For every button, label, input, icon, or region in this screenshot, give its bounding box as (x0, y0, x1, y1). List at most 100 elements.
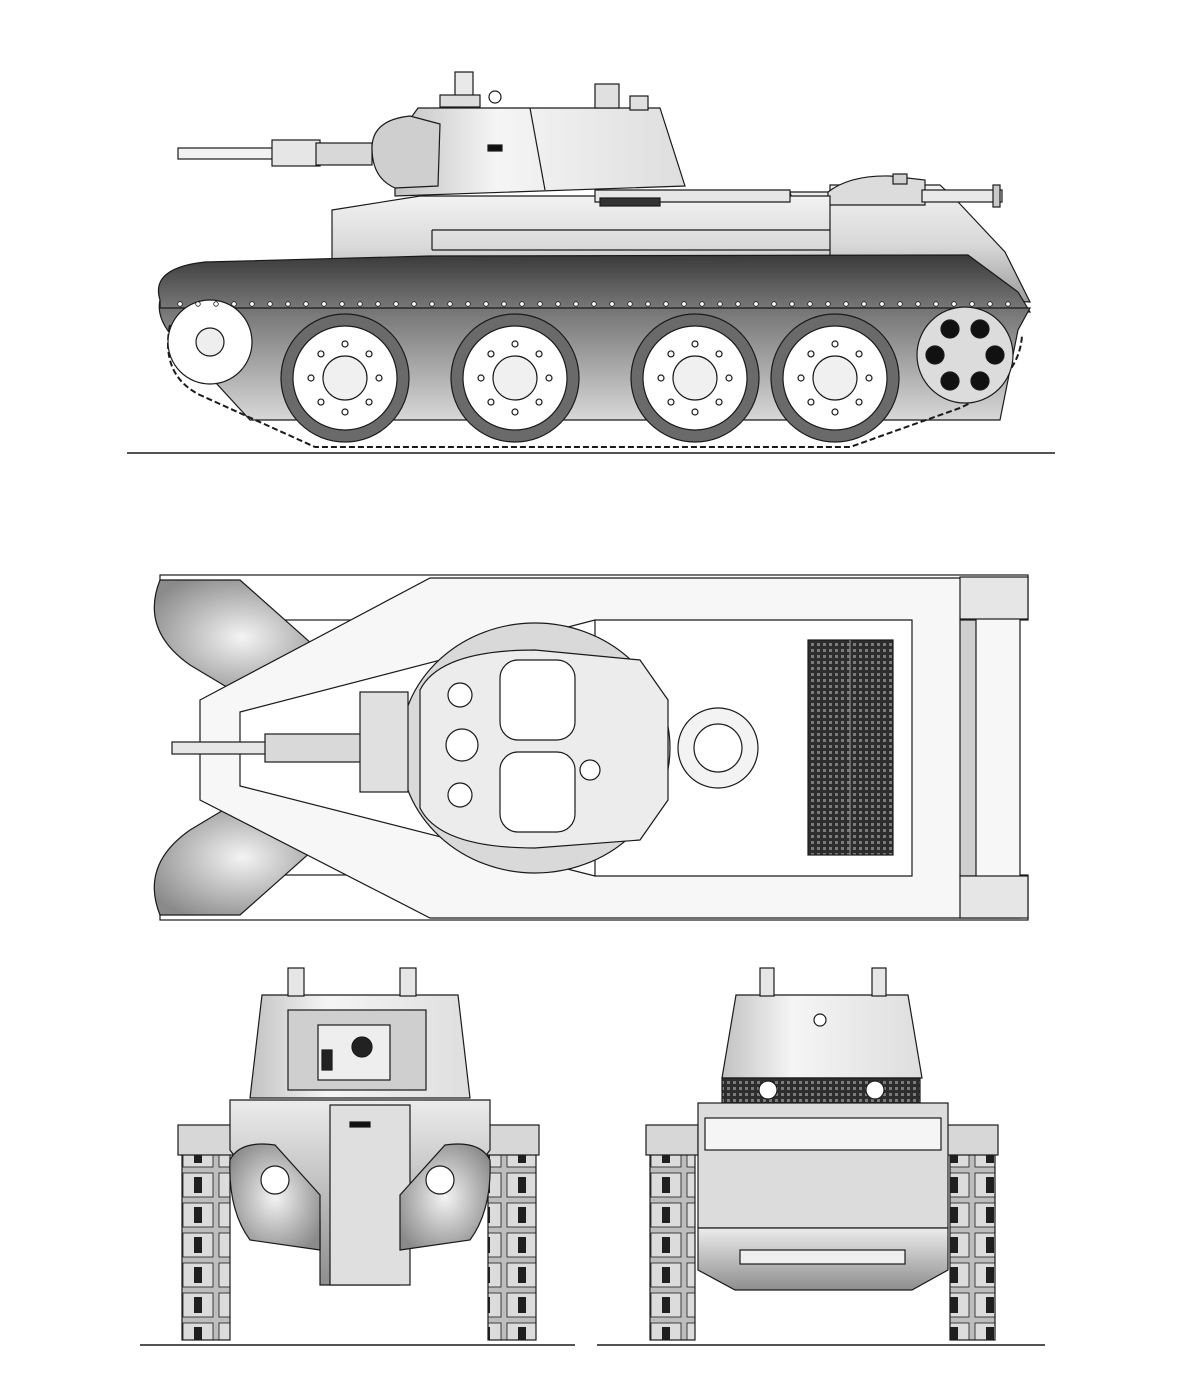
front-cupola-left (287, 967, 305, 997)
side-road-wheels (167, 299, 1014, 443)
rivet (447, 301, 453, 307)
rivet (897, 301, 903, 307)
rear-right-track (949, 1149, 996, 1341)
idler-hub (195, 327, 225, 357)
front-fender-left (229, 1143, 321, 1251)
wheel-bolt (831, 408, 839, 416)
rivet (825, 301, 831, 307)
sprocket-hole (925, 345, 945, 365)
rivet (681, 301, 687, 307)
rivet (663, 301, 669, 307)
rivet (609, 301, 615, 307)
wheel-bolt (317, 398, 325, 406)
top-plan-view (153, 574, 1029, 921)
sprocket-hole (970, 371, 990, 391)
rivet (573, 301, 579, 307)
rivet (879, 301, 885, 307)
rivet (771, 301, 777, 307)
wheel-bolt (831, 340, 839, 348)
wheel-bolt (855, 350, 863, 358)
sprocket-hole (970, 319, 990, 339)
rivet (195, 301, 201, 307)
top-rear-hatch-1 (959, 576, 1029, 620)
wheel-bolt (375, 374, 383, 382)
wheel-bolt (667, 350, 675, 358)
rivet (231, 301, 237, 307)
wheel-bolt (715, 398, 723, 406)
front-gun-muzzle (351, 1036, 373, 1058)
wheel-bolt (535, 398, 543, 406)
rivet (285, 301, 291, 307)
wheel-bolt (865, 374, 873, 382)
wheel-bolt (657, 374, 665, 382)
rivet (555, 301, 561, 307)
rivet (627, 301, 633, 307)
side-road-wheel-3 (630, 313, 760, 443)
rear-elevation-view (597, 967, 1045, 1346)
rear-grille (721, 1077, 921, 1104)
front-right-track (487, 1149, 537, 1341)
wheel-hub (672, 355, 718, 401)
wheel-bolt (511, 340, 519, 348)
side-dark-band (157, 254, 1032, 313)
wheel-bolt (487, 398, 495, 406)
rivet (501, 301, 507, 307)
wheel-bolt (667, 398, 675, 406)
wheel-bolt (855, 398, 863, 406)
front-cupola-right (399, 967, 417, 997)
wheel-bolt (535, 350, 543, 358)
rivet (537, 301, 543, 307)
rivet (519, 301, 525, 307)
rivet (357, 301, 363, 307)
wheel-bolt (725, 374, 733, 382)
front-headlight-right (425, 1165, 455, 1195)
rear-exhaust-right (865, 1080, 885, 1100)
wheel-bolt (487, 350, 495, 358)
rivet (339, 301, 345, 307)
front-elevation-view (140, 967, 575, 1346)
sprocket-hole (940, 371, 960, 391)
rivet (915, 301, 921, 307)
rivet (645, 301, 651, 307)
wheel-bolt (691, 408, 699, 416)
wheel-bolt (365, 350, 373, 358)
wheel-hub (492, 355, 538, 401)
rivet (735, 301, 741, 307)
rivet (591, 301, 597, 307)
rear-left-track (649, 1149, 696, 1341)
wheel-bolt (317, 350, 325, 358)
rivet (303, 301, 309, 307)
rivet (267, 301, 273, 307)
top-hatch-rear (499, 751, 576, 833)
rivet (753, 301, 759, 307)
rivet (717, 301, 723, 307)
side-gun-mantlet (371, 115, 441, 189)
rivet (789, 301, 795, 307)
wheel-bolt (477, 374, 485, 382)
wheel-bolt (307, 374, 315, 382)
wheel-hub (322, 355, 368, 401)
side-road-wheel-1 (280, 313, 410, 443)
rivet (177, 301, 183, 307)
wheel-bolt (341, 340, 349, 348)
rivet (987, 301, 993, 307)
wheel-bolt (715, 350, 723, 358)
rivet (321, 301, 327, 307)
front-headlight-left (260, 1165, 290, 1195)
wheel-bolt (807, 350, 815, 358)
rivet (861, 301, 867, 307)
wheel-bolt (511, 408, 519, 416)
side-track (167, 324, 1023, 448)
sprocket-hole (985, 345, 1005, 365)
side-elevation-view (127, 71, 1055, 454)
rivet (429, 301, 435, 307)
rivet (933, 301, 939, 307)
side-road-wheel-2 (450, 313, 580, 443)
top-rear-hatch-2 (959, 875, 1029, 919)
side-road-wheel-4 (770, 313, 900, 443)
sprocket-hole (940, 319, 960, 339)
side-main-gun (177, 139, 373, 167)
rivet (951, 301, 957, 307)
wheel-bolt (797, 374, 805, 382)
